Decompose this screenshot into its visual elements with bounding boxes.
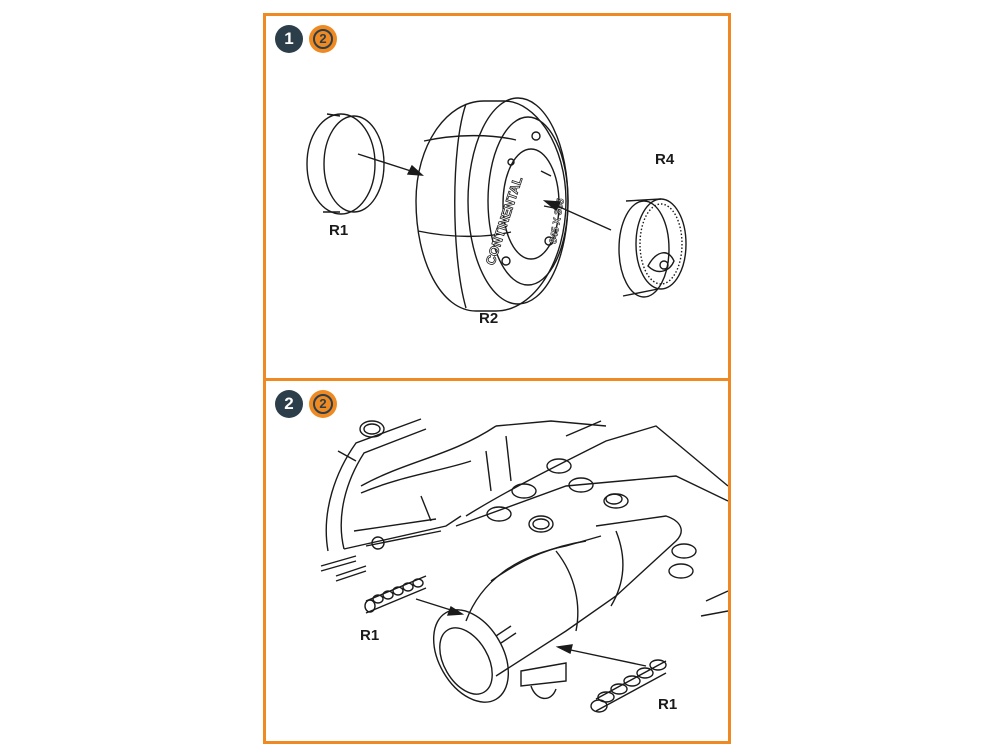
wing <box>455 420 728 617</box>
exhaust-stubs-right <box>590 659 667 713</box>
repeat-count-icon: 2 <box>309 390 337 418</box>
step-number-badge: 2 <box>275 390 303 418</box>
arrow-r1-to-r2 <box>357 153 415 173</box>
fuselage-nose <box>320 418 607 582</box>
repeat-count-value: 2 <box>313 29 333 49</box>
engine-nacelle-drawing <box>320 418 728 713</box>
exhaust-stubs-left <box>364 575 427 614</box>
wheel-hub-r4 <box>618 198 687 298</box>
tire-r2 <box>415 97 569 312</box>
part-label-r2: R2 <box>479 310 499 327</box>
step-1-panel: 1 2 <box>263 13 731 381</box>
part-label-r1-left: R1 <box>360 627 380 644</box>
step-2-panel: 2 2 <box>263 378 731 744</box>
hub-cap-r1 <box>306 113 385 215</box>
arrow-stubs-left <box>415 598 455 612</box>
engine-nacelle <box>432 515 682 703</box>
arrow-r4-to-r2 <box>552 203 612 231</box>
arrow-stubs-right <box>565 648 647 667</box>
wheel-assembly-drawing: CONTINENTAL 845 X 305 <box>306 97 687 312</box>
part-label-r1: R1 <box>329 222 349 239</box>
repeat-count-value: 2 <box>313 394 333 414</box>
step-number-badge: 1 <box>275 25 303 53</box>
repeat-count-icon: 2 <box>309 25 337 53</box>
part-label-r4: R4 <box>655 151 675 168</box>
part-label-r1-right: R1 <box>658 696 678 713</box>
